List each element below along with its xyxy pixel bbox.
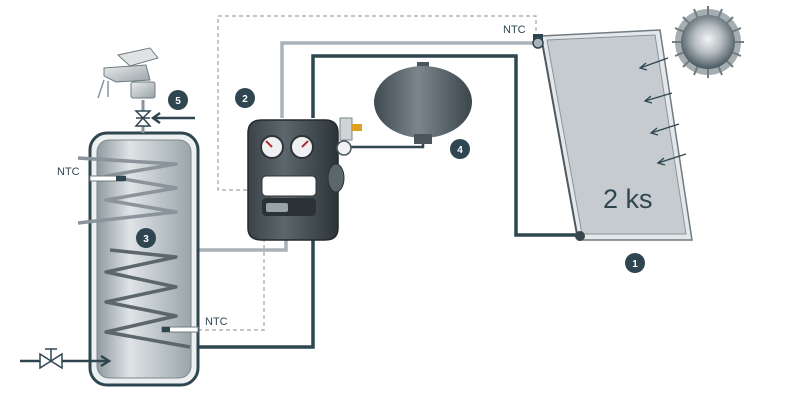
collector-sensor bbox=[533, 34, 543, 40]
ntc-tank-top-label: NTC bbox=[57, 166, 80, 178]
ntc-tank-bottom-label: NTC bbox=[205, 316, 228, 328]
safety-valve-group bbox=[336, 117, 362, 156]
solar-collector: 2 ks bbox=[540, 29, 693, 241]
sun-icon bbox=[672, 6, 744, 78]
faucet-icon bbox=[97, 47, 159, 99]
tank-sensor-top bbox=[89, 175, 126, 182]
pump-station bbox=[247, 117, 362, 241]
tank-sensor-bottom bbox=[161, 326, 199, 333]
svg-text:3: 3 bbox=[143, 234, 149, 245]
badge-4: 4 bbox=[450, 139, 470, 159]
badge-2: 2 bbox=[235, 88, 255, 108]
cold-water-inlet bbox=[20, 348, 112, 370]
irradiance-arrow-icon bbox=[638, 57, 687, 166]
expansion-vessel bbox=[374, 62, 472, 144]
ntc-collector-label: NTC bbox=[503, 24, 526, 36]
collector-port-top bbox=[532, 37, 544, 49]
badge-3: 3 bbox=[136, 228, 156, 248]
return-pipe bbox=[190, 54, 580, 349]
collector-port-bottom bbox=[575, 231, 585, 241]
svg-text:1: 1 bbox=[632, 259, 638, 270]
thermometer-icon bbox=[260, 135, 314, 159]
storage-tank bbox=[77, 131, 200, 387]
badge-5: 5 bbox=[168, 90, 188, 110]
svg-text:4: 4 bbox=[457, 145, 463, 156]
shutoff-valve-icon bbox=[39, 348, 63, 370]
mixing-valve-icon bbox=[134, 110, 195, 127]
badge-1: 1 bbox=[625, 253, 645, 273]
collector-count-label: 2 ks bbox=[603, 184, 653, 214]
sensor-wiring bbox=[198, 15, 537, 331]
svg-text:5: 5 bbox=[175, 96, 181, 107]
svg-text:2: 2 bbox=[242, 94, 248, 105]
